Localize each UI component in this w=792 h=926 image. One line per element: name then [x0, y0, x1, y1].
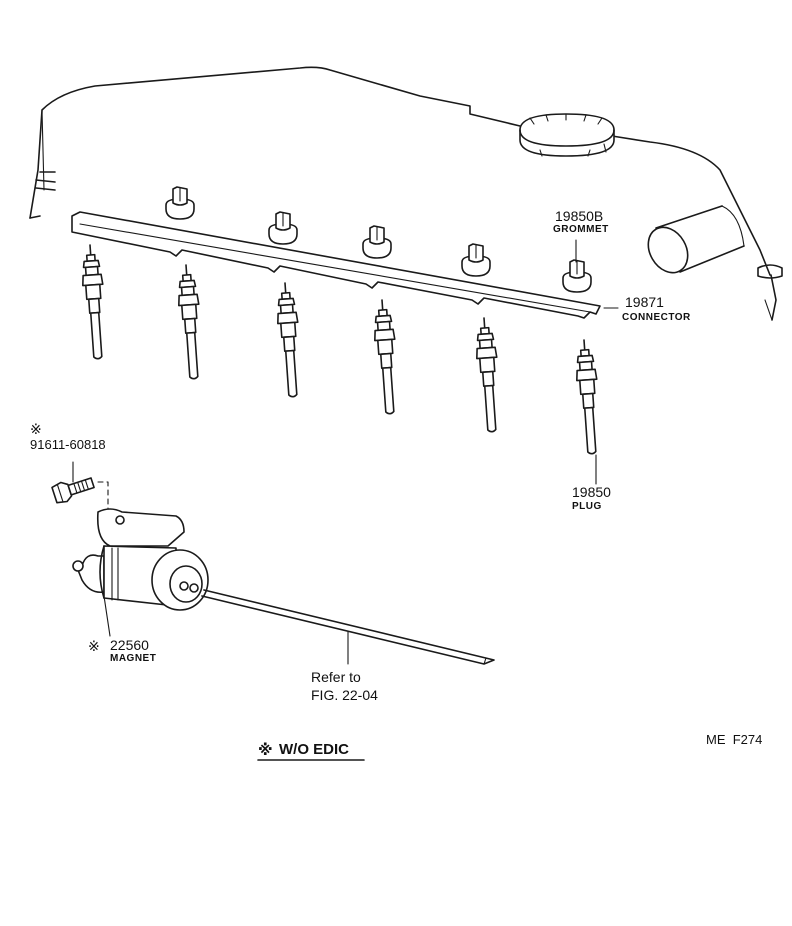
glow-plug: [277, 282, 299, 398]
figure-code: ME F274: [706, 732, 762, 747]
reference-line-1: Refer to: [311, 669, 361, 685]
grommets: [165, 186, 592, 293]
magnet-name: MAGNET: [110, 653, 156, 664]
fuel-cut-magnet: [72, 508, 495, 665]
footnote-text: W/O EDIC: [279, 741, 349, 758]
glow-plug: [178, 264, 200, 380]
connector-name: CONNECTOR: [622, 312, 691, 323]
connector-number: 19871: [625, 294, 664, 310]
oil-filler-cap: [519, 113, 615, 157]
glow-plug: [576, 339, 598, 455]
connector-bar: [71, 211, 601, 319]
grommet: [268, 211, 298, 245]
cylinder-head-outline: [29, 66, 783, 321]
grommet: [165, 186, 195, 220]
grommet: [461, 243, 491, 277]
plug-number: 19850: [572, 484, 611, 500]
grommet-number: 19850B: [555, 208, 603, 224]
bolt-number: 91611-60818: [30, 437, 106, 452]
grommet: [362, 225, 392, 259]
magnet-mark: ※: [88, 639, 100, 655]
magnet-number: 22560: [110, 637, 149, 653]
glow-plug: [476, 317, 498, 433]
intake-hose: [647, 205, 745, 274]
glow-plug: [82, 244, 104, 360]
bolt-mark: ※: [30, 422, 42, 438]
bolt: [51, 477, 95, 504]
glow-plug: [374, 299, 396, 415]
grommet: [562, 259, 592, 293]
plug-name: PLUG: [572, 501, 602, 512]
reference-line-2: FIG. 22-04: [311, 687, 378, 703]
footnote-mark: ※: [258, 741, 273, 759]
grommet-name: GROMMET: [553, 224, 609, 235]
leader-lines: [72, 239, 619, 665]
glow-plugs: [82, 244, 598, 455]
